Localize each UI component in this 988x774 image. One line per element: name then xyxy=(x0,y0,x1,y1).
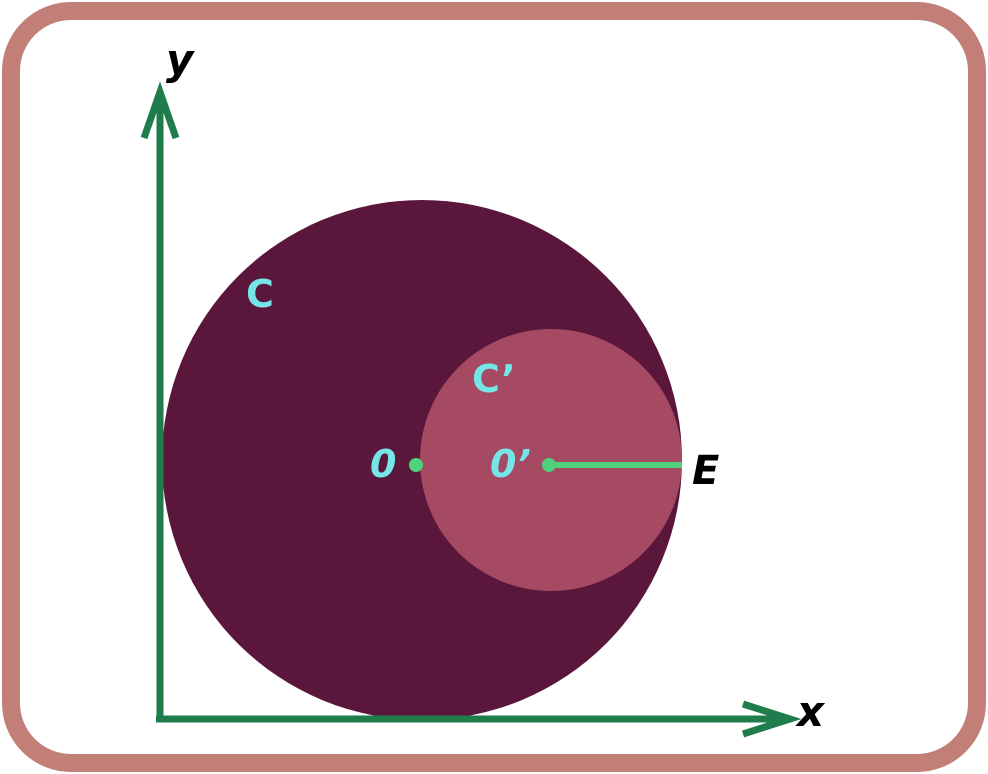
x-axis-arrowhead xyxy=(741,700,802,738)
center-point-o xyxy=(409,458,423,472)
y-axis-label: y xyxy=(166,35,195,84)
x-axis-label: x xyxy=(795,687,826,736)
big-circle-label: C xyxy=(246,272,274,316)
center-point-o-prime xyxy=(542,458,556,472)
y-axis-arrowhead xyxy=(140,81,180,140)
small-center-label: 0’ xyxy=(490,442,531,486)
big-center-label: 0 xyxy=(370,442,396,486)
small-circle-label: C’ xyxy=(472,357,516,401)
edge-point-label: E xyxy=(692,448,719,494)
